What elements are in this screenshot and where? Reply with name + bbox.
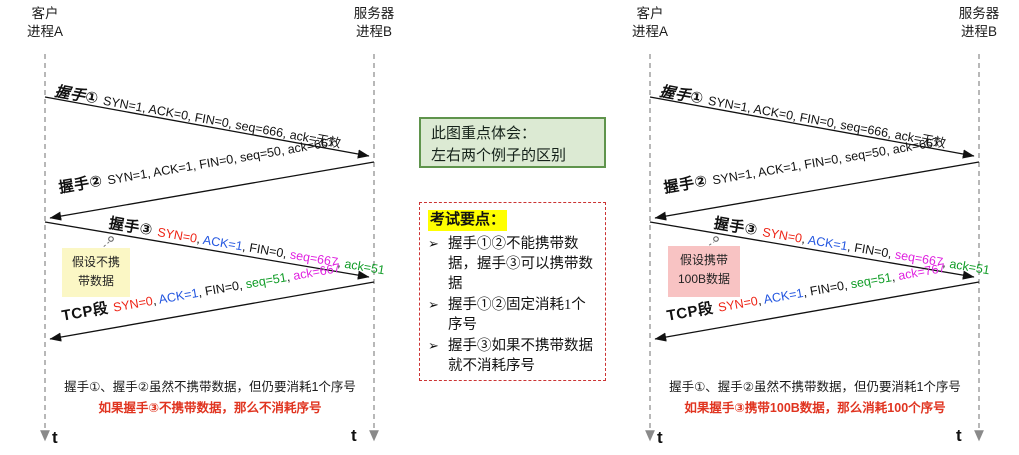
assumption-note: 假设不携 带数据	[62, 248, 130, 297]
client-process-label: 客户 进程A	[608, 5, 692, 41]
exam-point-item: ➢ 握手①②固定消耗1个序号	[428, 295, 597, 335]
footnote-red: 如果握手③不携带数据，那么不消耗序号	[98, 401, 322, 415]
client-process-label: 客户 进程A	[3, 5, 87, 41]
note-line2: 100B数据	[677, 272, 731, 287]
server-title-line1: 服务器	[353, 6, 395, 21]
note-connector-dot	[108, 236, 114, 242]
assumption-note: 假设携带 100B数据	[668, 246, 740, 297]
client-title-line1: 客户	[31, 6, 59, 21]
arrow-handshake-2	[49, 161, 375, 221]
client-title-line1: 客户	[636, 6, 664, 21]
arrow-handshake-1	[649, 96, 975, 159]
exam-point-item: ➢ 握手③如果不携带数据就不消耗序号	[428, 336, 597, 376]
focus-note-box: 此图重点体会： 左右两个例子的区别	[419, 117, 606, 168]
bullet-arrow-icon: ➢	[428, 337, 439, 353]
time-axis-label-server: t	[351, 426, 357, 445]
exam-points-title: 考试要点：	[428, 210, 508, 231]
exam-points-box: 考试要点： ➢ 握手①②不能携带数据，握手③可以携带数据 ➢ 握手①②固定消耗1…	[419, 202, 606, 381]
arrow-tcp-segment	[49, 281, 375, 342]
note-line2: 带数据	[77, 274, 114, 289]
server-title-line1: 服务器	[958, 6, 1000, 21]
server-title-line2: 进程B	[960, 24, 997, 40]
server-process-label: 服务器 进程B	[332, 5, 416, 41]
arrow-handshake-3	[649, 221, 975, 280]
time-axis-label-client: t	[52, 428, 58, 447]
focus-line2: 左右两个例子的区别	[431, 147, 567, 164]
note-line1: 假设不携	[71, 255, 120, 269]
exam-point-item: ➢ 握手①②不能携带数据，握手③可以携带数据	[428, 234, 597, 294]
footnote-black: 握手①、握手②虽然不携带数据，但仍要消耗1个序号	[64, 380, 356, 394]
arrow-handshake-1	[44, 96, 370, 159]
client-title-line2: 进程A	[26, 24, 63, 40]
time-axis-label-client: t	[657, 428, 663, 447]
note-line1: 假设携带	[679, 253, 728, 267]
bullet-arrow-icon: ➢	[428, 296, 439, 312]
exam-points-list: ➢ 握手①②不能携带数据，握手③可以携带数据 ➢ 握手①②固定消耗1个序号 ➢ …	[428, 234, 597, 376]
arrow-handshake-3	[44, 221, 370, 280]
server-process-label: 服务器 进程B	[937, 5, 1019, 41]
arrow-tcp-segment	[654, 281, 980, 342]
focus-line1: 此图重点体会：	[431, 126, 537, 142]
exam-point-text: 握手③如果不携带数据就不消耗序号	[448, 337, 593, 374]
server-title-line2: 进程B	[355, 24, 392, 40]
sequence-lines-left	[40, 54, 379, 442]
note-connector-dot	[713, 236, 719, 242]
bullet-arrow-icon: ➢	[428, 235, 439, 251]
footnote-black: 握手①、握手②虽然不携带数据，但仍要消耗1个序号	[669, 380, 961, 394]
exam-point-text: 握手①②不能携带数据，握手③可以携带数据	[448, 235, 593, 292]
arrow-handshake-2	[654, 161, 980, 221]
time-axis-label-server: t	[956, 426, 962, 445]
exam-point-text: 握手①②固定消耗1个序号	[448, 296, 586, 333]
client-title-line2: 进程A	[631, 24, 668, 40]
sequence-lines-right	[645, 54, 984, 442]
footnote-red: 如果握手③携带100B数据，那么消耗100个序号	[684, 401, 946, 415]
